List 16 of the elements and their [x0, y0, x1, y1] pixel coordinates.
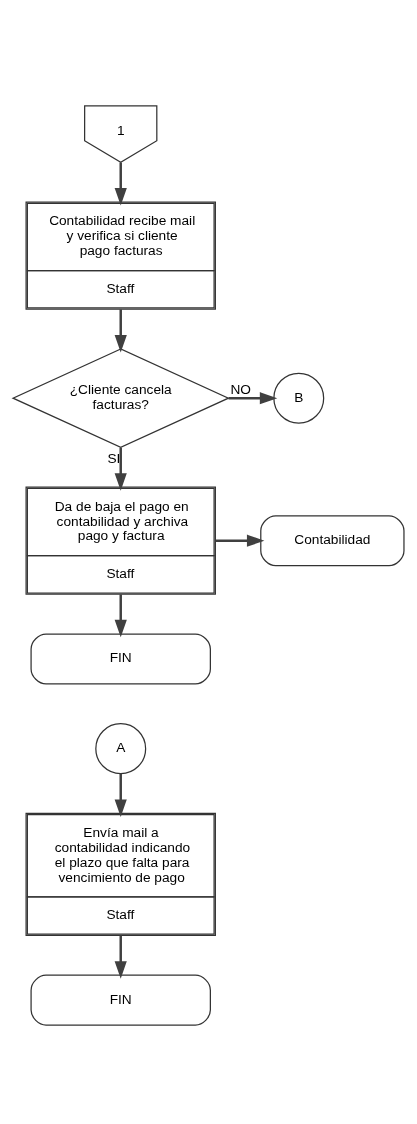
arrow [114, 308, 127, 352]
arrow [215, 534, 265, 547]
arrow [228, 391, 278, 404]
node-box: FIN [30, 632, 211, 684]
edge-label: SI [107, 450, 121, 466]
arrow [114, 773, 127, 817]
edge-label: NO [230, 381, 251, 397]
node-box: FIN [30, 974, 211, 1026]
arrow [114, 162, 127, 206]
node-circle: A [95, 722, 147, 774]
arrow [114, 934, 127, 979]
node-diamond: ¿Cliente cancela facturas? [11, 347, 230, 448]
node-circle: B [273, 372, 325, 424]
arrow [114, 593, 127, 637]
arrow [114, 447, 127, 491]
node-box: Contabilidad [260, 514, 405, 566]
